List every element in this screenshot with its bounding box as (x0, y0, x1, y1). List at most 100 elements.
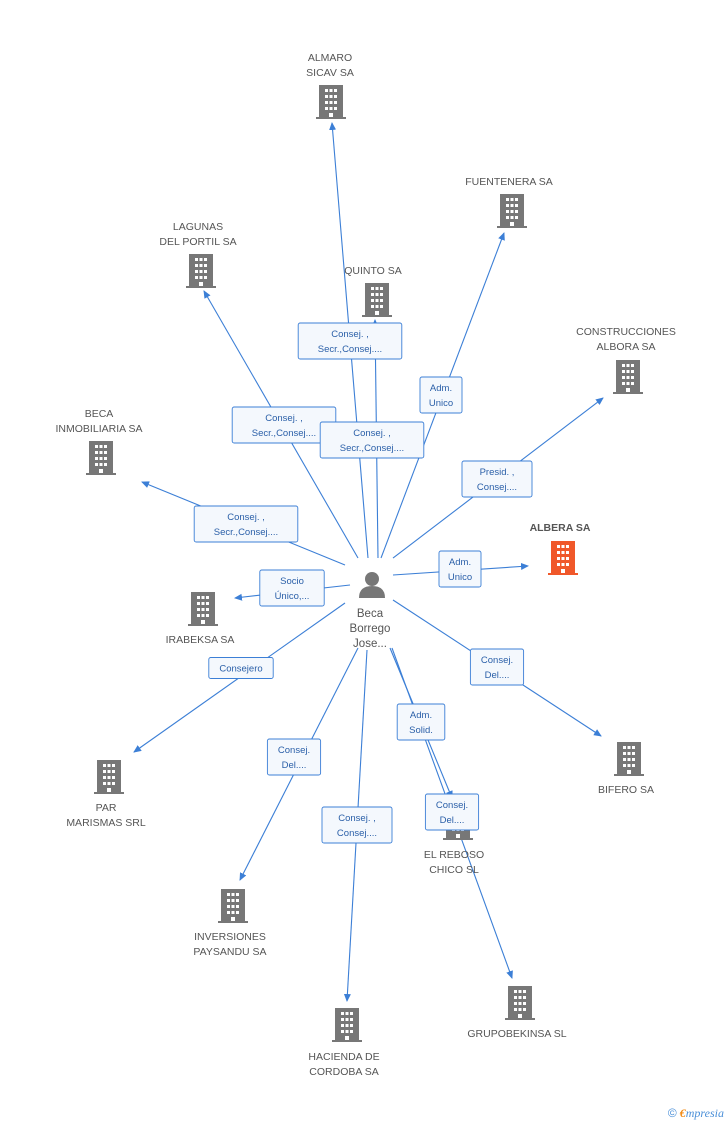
company-name[interactable]: INMOBILIARIA SA (56, 423, 143, 435)
empresia-watermark[interactable]: © €mpresia (668, 1106, 724, 1121)
building-icon[interactable] (505, 986, 535, 1020)
edge-labels-layer: Consej. , Secr.,Consej.... Consej. , Secr.,… (193, 322, 533, 844)
building-icon[interactable] (94, 760, 124, 794)
edge-label-box (259, 569, 325, 607)
company-name[interactable]: CONSTRUCCIONES (576, 326, 676, 338)
edge-label-box (321, 806, 393, 844)
company-name[interactable]: DEL PORTIL SA (159, 236, 236, 248)
edge-label-irabeksa[interactable]: SocioÚnico,... (259, 569, 325, 607)
edge-label-inversiones[interactable]: Consej. Del.... (266, 738, 322, 776)
brand-initial: € (679, 1106, 686, 1120)
company-name[interactable]: ALMARO (308, 52, 352, 64)
edge-label-grupobekinsa[interactable]: Consej.Del.... (424, 793, 480, 831)
company-name[interactable]: BECA (85, 408, 114, 420)
company-name[interactable]: ALBERA SA (530, 522, 591, 534)
edge-label-text: Adm. (430, 383, 452, 394)
edge-label-text: Consej. , (265, 413, 303, 424)
edge-label-text: Del.... (282, 760, 307, 771)
person-name[interactable]: Jose... (353, 638, 387, 650)
company-node-construcciones[interactable]: CONSTRUCCIONES ALBORA SA (576, 326, 676, 394)
edge-label-bifero[interactable]: Consej. Del.... (469, 648, 525, 686)
company-node-reboso[interactable]: EL REBOSO CHICO SL (424, 806, 484, 876)
company-name[interactable]: PAYSANDU SA (193, 946, 266, 958)
person-name[interactable]: Beca (357, 608, 384, 620)
edge-label-box (193, 505, 299, 543)
company-name[interactable]: CHICO SL (429, 864, 479, 876)
edge-label-text: Consejero (219, 664, 262, 675)
edge-label-box (319, 421, 425, 459)
company-name[interactable]: PAR (96, 802, 117, 814)
company-name[interactable]: CORDOBA SA (309, 1066, 378, 1078)
company-node-irabeksa[interactable]: IRABEKSA SA (166, 592, 235, 646)
edge-label-text: Adm. (410, 710, 432, 721)
company-node-inversiones[interactable]: INVERSIONES PAYSANDU SA (193, 889, 267, 958)
edge-label-box (266, 738, 322, 776)
person-name[interactable]: Borrego (350, 623, 391, 635)
company-name[interactable]: MARISMAS SRL (66, 817, 146, 829)
edge-label-reboso[interactable]: Adm. Solid. (396, 703, 446, 741)
edge-label-fuentenera[interactable]: Adm.Unico (419, 376, 463, 414)
building-icon[interactable] (362, 283, 392, 317)
company-name[interactable]: INVERSIONES (194, 931, 266, 943)
company-name[interactable]: LAGUNAS (173, 221, 223, 233)
building-icon[interactable] (497, 194, 527, 228)
edge-label-box (469, 648, 525, 686)
edge-label-box (438, 550, 482, 588)
edge-label-text: Consej.... (337, 828, 377, 839)
company-node-hacienda[interactable]: HACIENDA DE CORDOBA SA (308, 1008, 380, 1078)
company-node-almaro[interactable]: ALMARO SICAV SA (306, 52, 354, 119)
edge-label-par[interactable]: Consejero (208, 657, 274, 679)
company-name[interactable]: HACIENDA DE (308, 1051, 379, 1063)
edge-label-text: Del.... (440, 815, 465, 826)
company-name[interactable]: FUENTENERA SA (465, 176, 553, 188)
edge-label-almaro[interactable]: Consej. ,Secr.,Consej.... (297, 322, 403, 360)
building-icon[interactable] (614, 742, 644, 776)
edge-label-albera[interactable]: Adm.Unico (438, 550, 482, 588)
edge-label-text: Solid. (409, 725, 433, 736)
company-name[interactable]: SICAV SA (306, 67, 354, 79)
person-icon[interactable] (359, 572, 385, 598)
company-node-fuentenera[interactable]: FUENTENERA SA (465, 176, 553, 228)
person-node[interactable]: BecaBorregoJose... (350, 572, 391, 650)
edge-label-box (396, 703, 446, 741)
edge-label-text: Secr.,Consej.... (340, 443, 404, 454)
building-icon[interactable] (186, 254, 216, 288)
edge-label-text: Consej. (278, 745, 310, 756)
edge-label-hacienda[interactable]: Consej. ,Consej.... (321, 806, 393, 844)
building-icon[interactable] (332, 1008, 362, 1042)
company-name[interactable]: GRUPOBEKINSA SL (467, 1028, 566, 1040)
edge-label-beca[interactable]: Consej. , Secr.,Consej.... (193, 505, 299, 543)
company-name[interactable]: ALBORA SA (597, 341, 656, 353)
edge-label-text: Consej. , (227, 512, 265, 523)
edge-label-construcciones[interactable]: Presid. ,Consej.... (461, 460, 533, 498)
brand-name: mpresia (685, 1106, 724, 1120)
edge-label-text: Del.... (485, 670, 510, 681)
edge-label-text: Único,... (275, 591, 310, 602)
company-name[interactable]: EL REBOSO (424, 849, 484, 861)
edge-label-text: Secr.,Consej.... (214, 527, 278, 538)
company-node-bifero[interactable]: BIFERO SA (598, 742, 654, 796)
building-icon[interactable] (188, 592, 218, 626)
company-name[interactable]: QUINTO SA (344, 265, 402, 277)
company-node-par[interactable]: PAR MARISMAS SRL (66, 760, 146, 829)
edge-label-text: Consej.... (477, 482, 517, 493)
edge-label-box (424, 793, 480, 831)
company-node-albera[interactable]: ALBERA SA (530, 522, 591, 575)
building-icon[interactable] (316, 85, 346, 119)
company-node-grupobekinsa[interactable]: GRUPOBEKINSA SL (467, 986, 567, 1040)
building-icon[interactable] (218, 889, 248, 923)
edge-label-lagunas[interactable]: Consej. , Secr.,Consej.... (231, 406, 337, 444)
company-name[interactable]: BIFERO SA (598, 784, 654, 796)
company-name[interactable]: IRABEKSA SA (166, 634, 235, 646)
edge-label-text: Secr.,Consej.... (252, 428, 316, 439)
building-icon[interactable] (548, 541, 578, 575)
edge-label-box (419, 376, 463, 414)
edge-label-text: Secr.,Consej.... (318, 344, 382, 355)
building-icon[interactable] (86, 441, 116, 475)
edge-label-quinto[interactable]: Consej. ,Secr.,Consej.... (319, 421, 425, 459)
company-node-beca[interactable]: BECA INMOBILIARIA SA (56, 408, 143, 475)
company-node-lagunas[interactable]: LAGUNAS DEL PORTIL SA (159, 221, 237, 288)
edge-label-text: Consej. (481, 655, 513, 666)
company-node-quinto[interactable]: QUINTO SA (344, 265, 402, 317)
building-icon[interactable] (613, 360, 643, 394)
